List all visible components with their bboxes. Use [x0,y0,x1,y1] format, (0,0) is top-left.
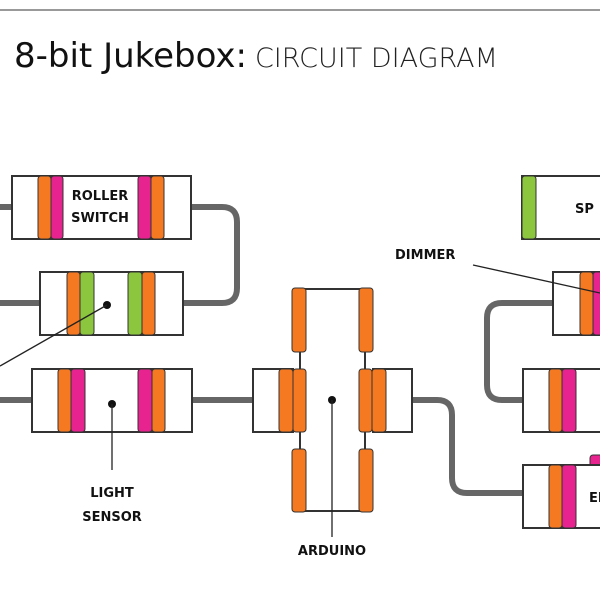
roller-switch-label-2: SWITCH [71,211,129,226]
roller-switch-module: ROLLER SWITCH [11,175,192,240]
title: 8-bit Jukebox: CIRCUIT DIAGRAM [14,36,498,76]
arduino-label: ARDUINO [298,544,366,559]
dimmer-module: DIMMER [395,248,600,336]
roller-switch-label-1: ROLLER [72,189,129,204]
right-middle-module [522,368,600,433]
light-sensor-module: LIGHT SENSOR [31,368,193,525]
right-bottom-module: EL [522,454,600,529]
green-band-module [0,271,184,367]
title-sub: CIRCUIT DIAGRAM [255,43,498,74]
light-sensor-label-1: LIGHT [90,486,134,501]
bottom-right-label: EL [589,491,600,506]
light-sensor-label-2: SENSOR [82,510,142,525]
arduino-module: ARDUINO [252,287,413,559]
speaker-label: SP [575,202,594,217]
dimmer-label: DIMMER [395,248,455,263]
title-main: 8-bit Jukebox: [14,36,247,76]
speaker-module: SP [521,175,600,240]
wires [0,204,553,496]
